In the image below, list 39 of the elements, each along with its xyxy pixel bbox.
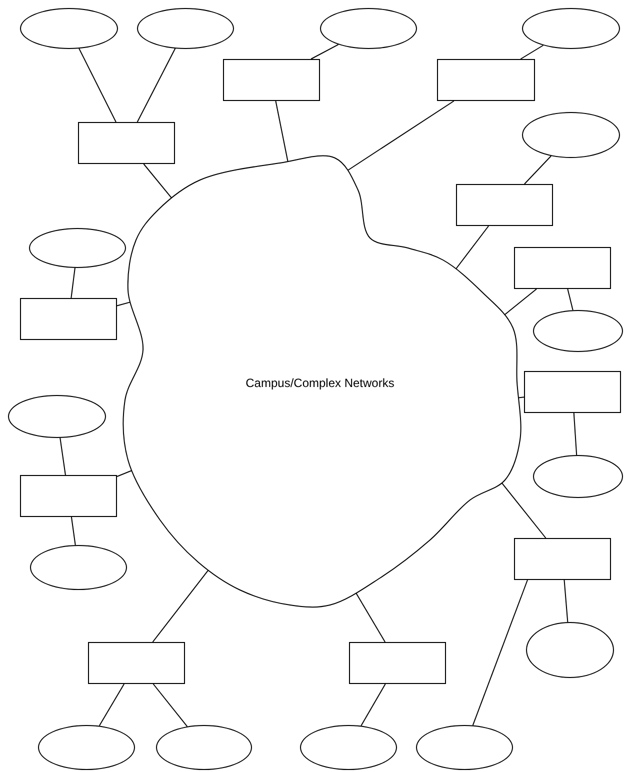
connector-line	[456, 226, 490, 270]
connector-line	[78, 48, 116, 122]
connector-line	[116, 470, 132, 477]
connector-line	[143, 164, 172, 198]
connector-line	[152, 570, 209, 642]
connector-line	[98, 684, 125, 726]
empty-box	[88, 642, 185, 684]
empty-box	[437, 59, 535, 101]
empty-ellipse	[29, 228, 126, 268]
connector-line	[347, 100, 454, 171]
connector-line	[504, 288, 538, 316]
empty-box	[514, 538, 611, 580]
connector-line	[360, 684, 386, 726]
connector-line	[501, 482, 546, 538]
connector-line	[116, 302, 131, 306]
empty-box	[514, 247, 611, 289]
empty-box	[20, 475, 117, 517]
connector-line	[275, 100, 288, 162]
connector-line	[472, 580, 528, 726]
cloud-label: Campus/Complex Networks	[244, 376, 396, 390]
empty-box	[223, 59, 320, 101]
connector-line	[573, 412, 578, 456]
empty-box	[20, 298, 117, 340]
empty-box	[78, 122, 175, 164]
connector-line	[356, 592, 386, 642]
connector-line	[564, 580, 568, 623]
empty-box	[349, 642, 446, 684]
connector-line	[136, 48, 176, 122]
connector-line	[518, 396, 524, 398]
connector-line	[60, 437, 66, 476]
empty-box	[524, 371, 621, 413]
connector-line	[70, 516, 76, 546]
connector-line	[152, 684, 188, 727]
connector-line	[567, 288, 574, 311]
connector-line	[310, 44, 339, 60]
empty-box	[456, 184, 553, 226]
connector-line	[524, 156, 552, 184]
connector-line	[520, 44, 544, 60]
connector-line	[70, 267, 76, 298]
